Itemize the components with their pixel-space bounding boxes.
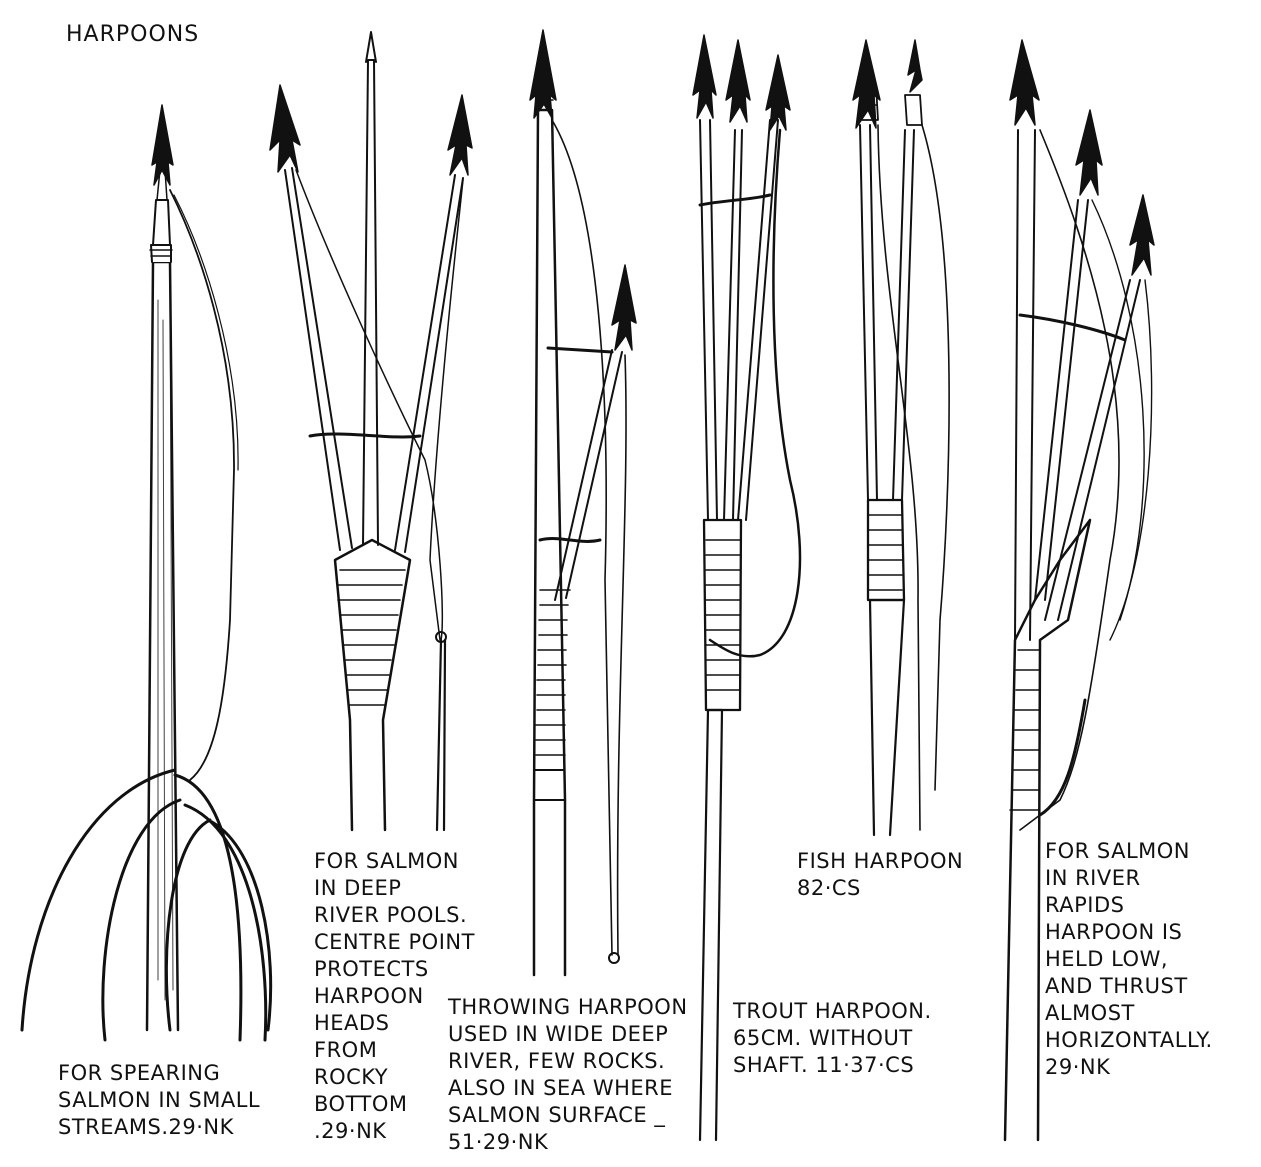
harpoon-fish — [852, 39, 950, 837]
harpoon-deep-pools — [269, 31, 473, 832]
caption-trout: TROUT HARPOON. 65cm. WITHOUT SHAFT. 11·3… — [733, 999, 932, 1077]
harpoon-spearing — [20, 104, 273, 1042]
caption-spearing: FOR SPEARING SALMON IN SMALL STREAMS.29·… — [58, 1061, 261, 1139]
harpoon-trout — [692, 34, 802, 1142]
page-title: HARPOONS — [66, 22, 200, 47]
harpoon-rapids — [1003, 39, 1155, 1142]
caption-rapids: FOR SALMON IN RIVER RAPIDS HARPOON IS HE… — [1045, 839, 1213, 1079]
harpoon-head — [151, 104, 174, 186]
caption-fish: FISH HARPOON 82·CS — [797, 849, 964, 900]
harpoon-throwing — [529, 29, 637, 977]
caption-deep-pools: FOR SALMON IN DEEP RIVER POOLS. CENTRE P… — [314, 849, 475, 1143]
caption-throwing: THROWING HARPOON USED IN WIDE DEEP RIVER… — [448, 995, 688, 1154]
